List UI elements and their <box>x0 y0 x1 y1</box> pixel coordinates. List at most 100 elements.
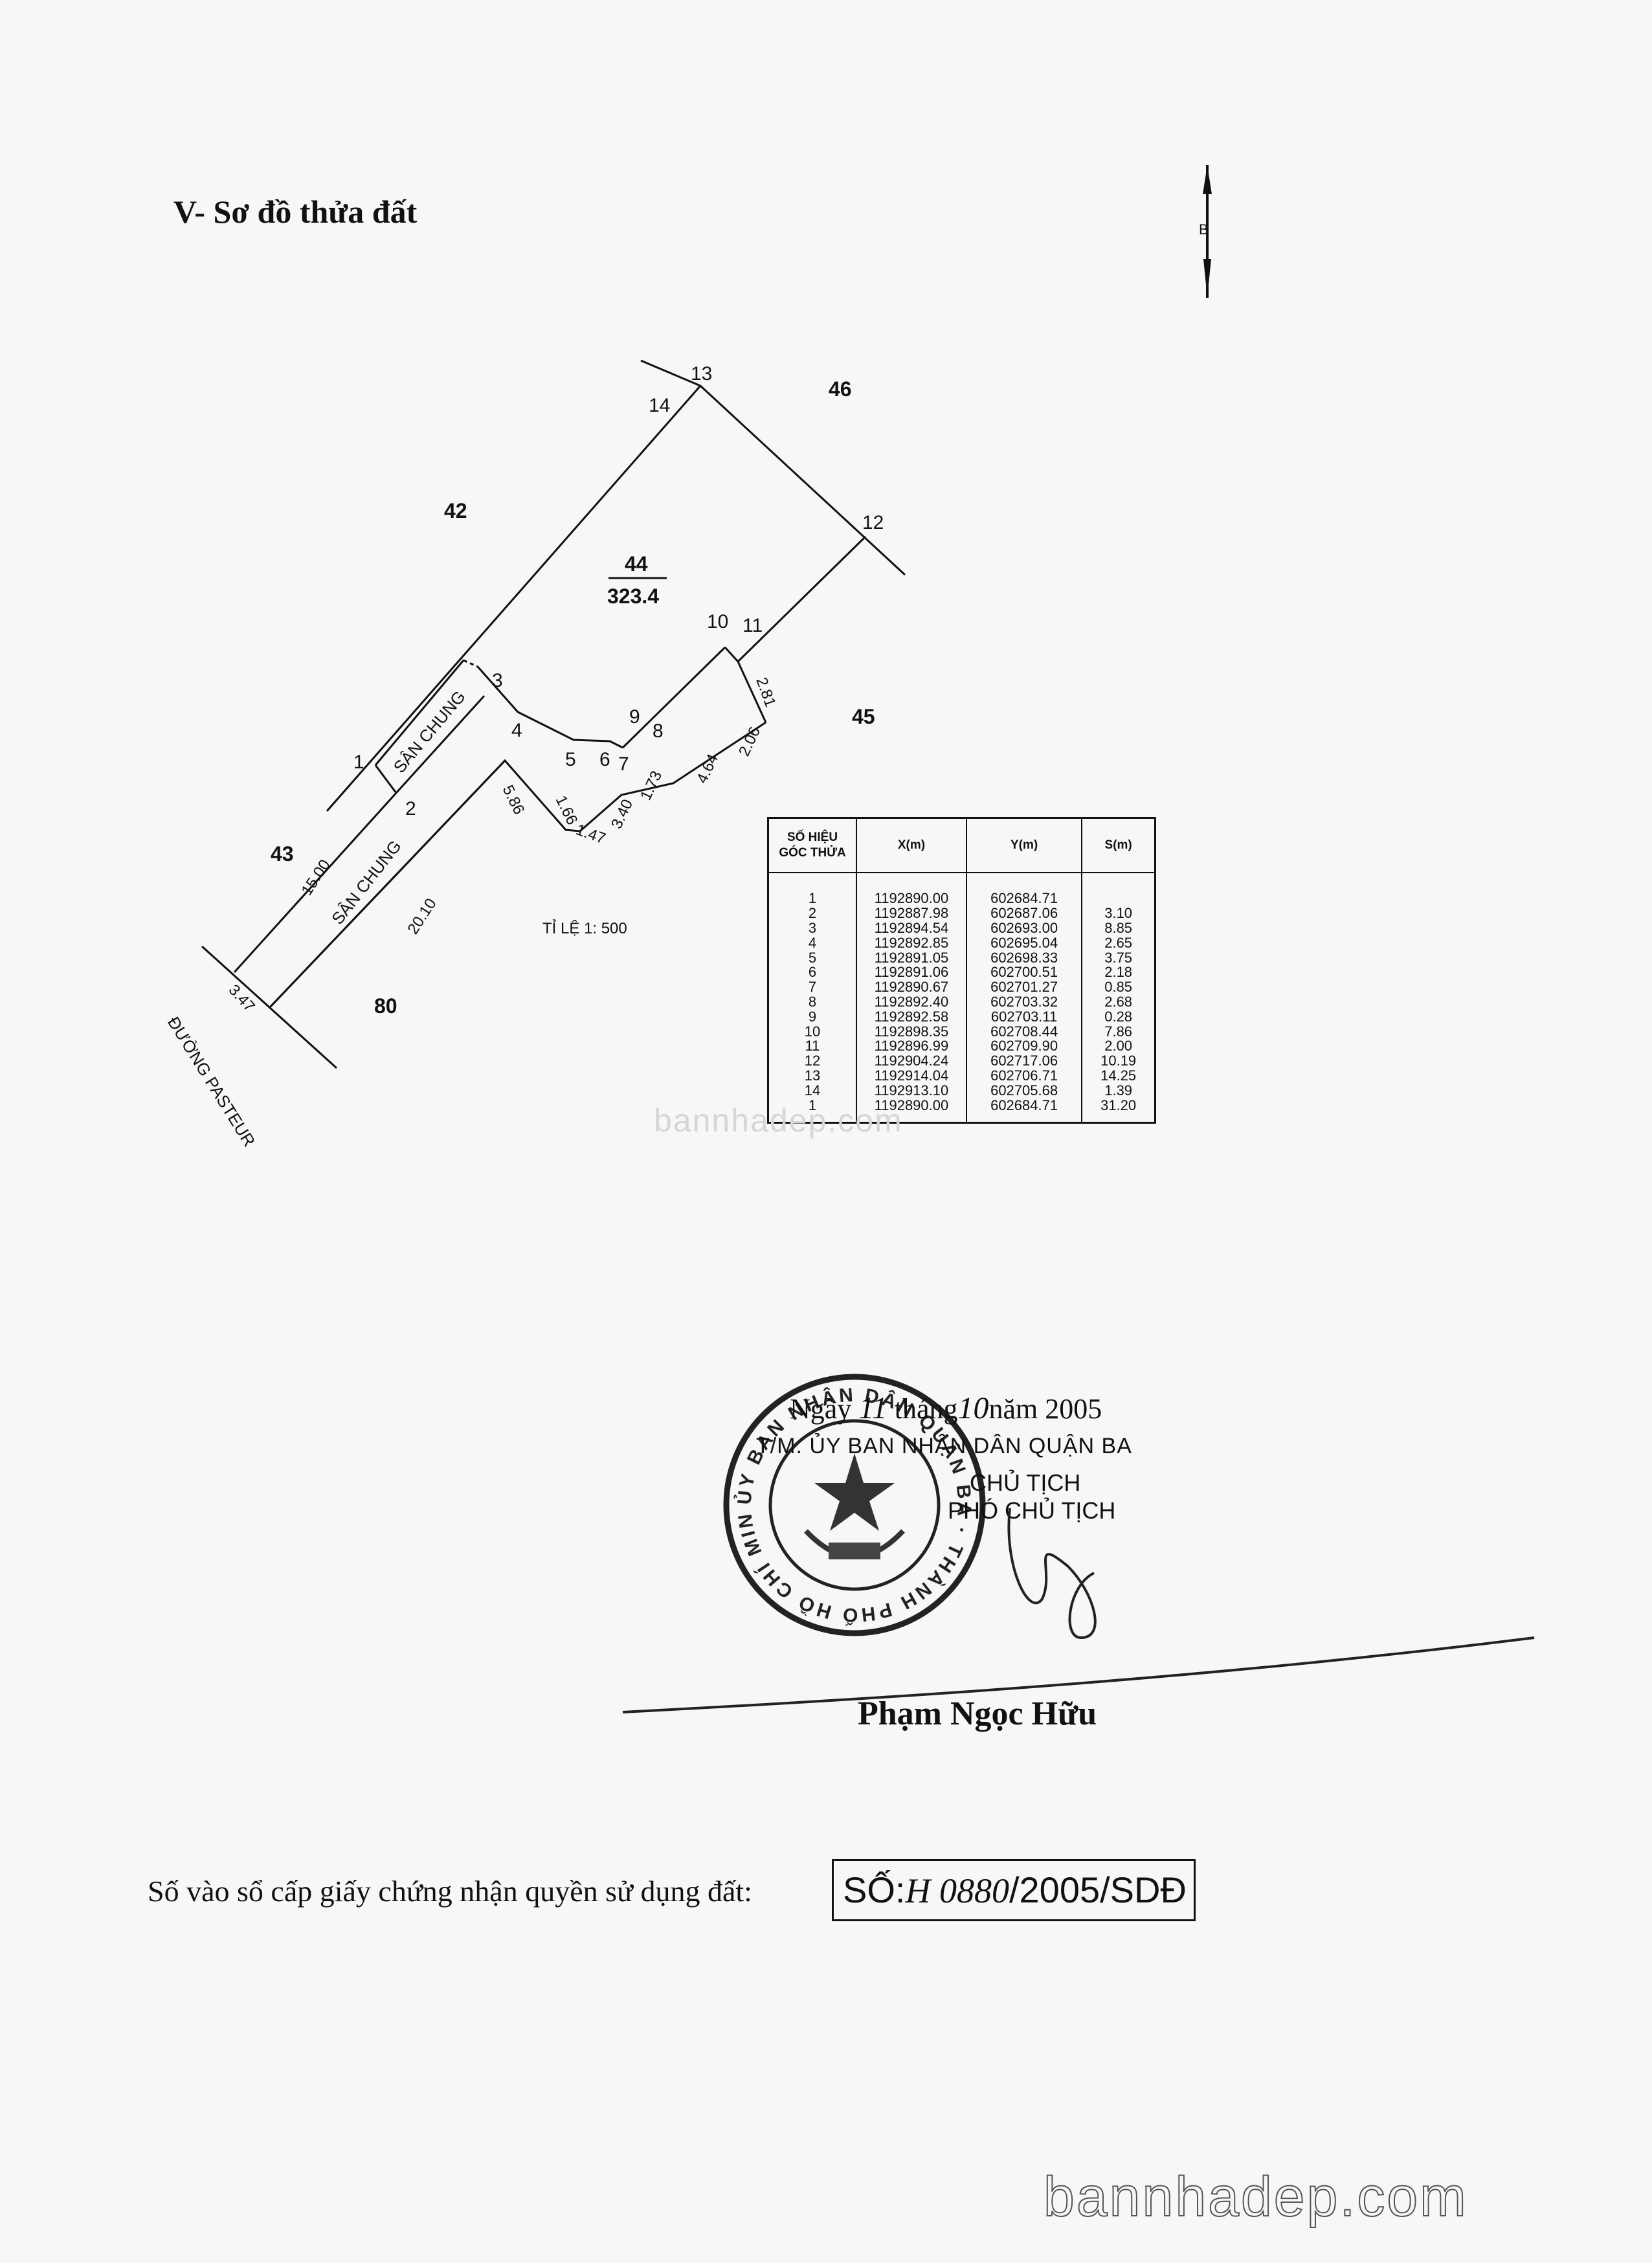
table-cell-s: 2.18 <box>1081 965 1156 980</box>
table-cell-s: 3.75 <box>1081 950 1156 965</box>
table-cell-y: 602717.06 <box>965 1054 1083 1069</box>
date-year: năm 2005 <box>988 1393 1102 1425</box>
vertex-label: 4 <box>511 720 522 741</box>
table-cell-y: 602708.44 <box>965 1024 1083 1039</box>
table-cell-id: 5 <box>767 950 858 965</box>
table-cell-x: 1192887.98 <box>856 906 967 921</box>
neighbor-parcel-80: 80 <box>374 994 397 1018</box>
date-day: 11 <box>858 1391 887 1425</box>
table-cell-x: 1192896.99 <box>856 1039 967 1054</box>
table-cell-y: 602695.04 <box>965 935 1083 951</box>
vertex-label: 13 <box>691 363 712 385</box>
table-cell-x: 1192892.40 <box>856 995 967 1010</box>
table-cell-s: 31.20 <box>1081 1098 1156 1123</box>
table-cell-id: 8 <box>767 995 858 1010</box>
table-cell-id: 1 <box>767 1098 858 1123</box>
edge-length: 4.64 <box>693 752 722 786</box>
col-header-s: S(m) <box>1081 817 1156 873</box>
edge-length: 15.00 <box>298 856 333 898</box>
neighbor-parcel-45: 45 <box>852 705 875 728</box>
table-cell-s: 2.65 <box>1081 935 1156 951</box>
watermark-faint: bannhadep.com <box>654 1102 903 1139</box>
north-label: B <box>1199 221 1209 238</box>
table-cell-y: 602701.27 <box>965 980 1083 995</box>
table-cell-s: 0.85 <box>1081 980 1156 995</box>
table-cell-x: 1192894.54 <box>856 921 967 936</box>
vertex-label: 5 <box>565 749 576 770</box>
table-cell-y: 602703.32 <box>965 995 1083 1010</box>
table-cell-s: 10.19 <box>1081 1054 1156 1069</box>
date-month-word: tháng <box>894 1393 958 1425</box>
table-cell-id: 6 <box>767 965 858 980</box>
table-cell-s <box>1081 891 1156 906</box>
signer-name: Phạm Ngọc Hữu <box>858 1695 1097 1732</box>
table-cell-id: 14 <box>767 1083 858 1098</box>
edge-length: 1.66 <box>552 793 581 828</box>
vertex-label: 2 <box>405 798 416 819</box>
table-cell-x: 1192891.06 <box>856 965 967 980</box>
table-cell-x: 1192892.58 <box>856 1009 967 1025</box>
signer-role-chairman: CHỦ TỊCH <box>970 1469 1081 1496</box>
table-cell-y: 602709.90 <box>965 1039 1083 1054</box>
vertex-label: 10 <box>707 611 728 632</box>
signing-date: Ngày 11 tháng10năm 2005 <box>790 1390 1102 1426</box>
parcel-area: 323.4 <box>607 585 659 608</box>
scale-label: TỈ LỆ 1: 500 <box>542 919 627 937</box>
vertex-label: 7 <box>618 753 629 775</box>
table-cell-x: 1192890.00 <box>856 1098 967 1123</box>
table-cell-y: 602698.33 <box>965 950 1083 965</box>
signer-role-vice-chairman: PHÓ CHỦ TỊCH <box>948 1497 1116 1524</box>
table-cell-id: 2 <box>767 906 858 921</box>
table-cell-s: 0.28 <box>1081 1009 1156 1025</box>
table-cell-y: 602684.71 <box>965 1098 1083 1123</box>
table-cell-id: 12 <box>767 1054 858 1069</box>
table-cell-id: 7 <box>767 980 858 995</box>
table-cell-id: 9 <box>767 1009 858 1025</box>
table-cell-y: 602706.71 <box>965 1069 1083 1084</box>
table-cell-s: 3.10 <box>1081 906 1156 921</box>
table-cell-id: 13 <box>767 1069 858 1084</box>
registration-number: H 0880 <box>905 1871 1009 1910</box>
vertex-label: 1 <box>353 752 364 773</box>
vertex-label: 9 <box>629 706 640 728</box>
table-cell-x: 1192892.85 <box>856 935 967 951</box>
registration-suffix: /2005/SDĐ <box>1009 1869 1187 1910</box>
parcel-outline <box>201 359 906 1069</box>
table-cell-id: 4 <box>767 935 858 951</box>
date-month: 10 <box>957 1391 989 1425</box>
neighbor-parcel-42: 42 <box>444 499 467 522</box>
neighbor-parcel-43: 43 <box>271 842 294 865</box>
table-cell-s: 2.00 <box>1081 1039 1156 1054</box>
table-spacer-row <box>767 873 1156 891</box>
vertex-label: 11 <box>742 615 763 636</box>
table-cell-x: 1192914.04 <box>856 1069 967 1084</box>
neighbor-parcel-46: 46 <box>829 377 852 401</box>
edge-length: 3.47 <box>225 981 258 1016</box>
vertex-label: 8 <box>653 720 664 742</box>
edge-length: 5.86 <box>499 783 528 818</box>
table-cell-y: 602687.06 <box>965 906 1083 921</box>
edge-length: 20.10 <box>404 895 440 937</box>
table-cell-s: 8.85 <box>1081 921 1156 936</box>
edge-length: 2.06 <box>735 724 764 759</box>
table-cell-s: 1.39 <box>1081 1083 1156 1098</box>
table-cell-y: 602700.51 <box>965 965 1083 980</box>
registration-label: Số vào sổ cấp giấy chứng nhận quyền sử d… <box>148 1875 752 1908</box>
registration-number-box: SỐ:H 0880/2005/SDĐ <box>832 1859 1196 1921</box>
table-cell-y: 602693.00 <box>965 921 1083 936</box>
table-cell-y: 602705.68 <box>965 1083 1083 1098</box>
